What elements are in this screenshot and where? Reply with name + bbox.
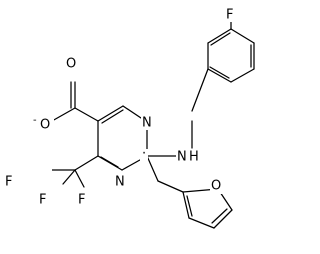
- amine-nitrogen: N: [177, 150, 187, 165]
- pyrimidine-ring: [97, 105, 148, 171]
- oxygen-anion-label: O: [40, 118, 50, 133]
- cf3-fluorine-left: F: [5, 175, 12, 190]
- oxygen-double-label: O: [66, 57, 76, 72]
- radical-dot: ·: [142, 147, 146, 162]
- fluorophenyl-ring: [207, 28, 255, 83]
- molecule-diagram: F O O - N N N H · F F F O: [5, 6, 255, 229]
- ch2-bond-2: [157, 180, 184, 193]
- aryl-n-bond: [191, 68, 209, 112]
- fluorine-label: F: [226, 8, 233, 23]
- furan-ring: [182, 188, 233, 229]
- cf3-fluorine-bottom: F: [78, 193, 85, 208]
- cf3-group: [51, 155, 99, 188]
- ch2-bond-1: [146, 155, 159, 182]
- carboxylate-group: [51, 81, 99, 122]
- cf3-fluorine-middle: F: [39, 193, 46, 208]
- amine-hydrogen: H: [189, 150, 199, 165]
- structure-svg: F O O - N N N H · F F F O: [5, 6, 255, 229]
- negative-charge: -: [33, 115, 37, 126]
- ring-nitrogen-top: N: [142, 116, 152, 131]
- furan-oxygen: O: [211, 179, 221, 194]
- ring-nitrogen-bottom: N: [115, 175, 125, 190]
